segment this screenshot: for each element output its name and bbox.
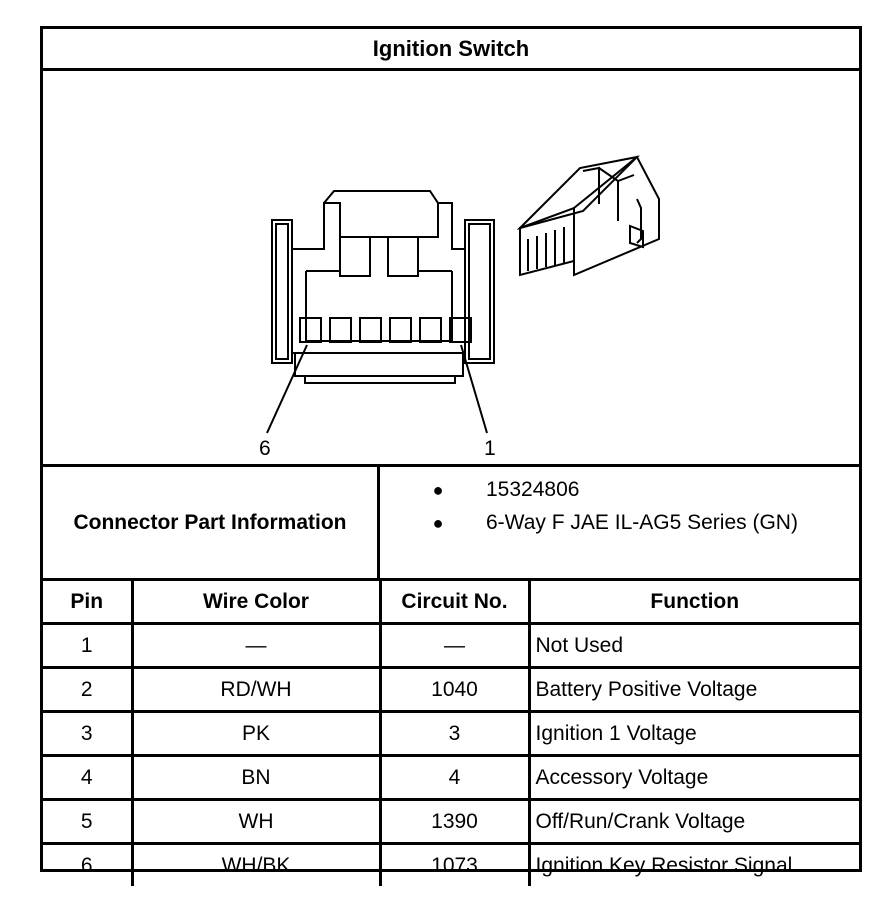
- header-circuit-no: Circuit No.: [378, 581, 531, 625]
- table-row: 5 WH 1390 Off/Run/Crank Voltage: [43, 798, 859, 845]
- pin-cell: 3: [43, 710, 134, 757]
- circuit-cell: 3: [378, 710, 531, 757]
- circuit-cell: 1040: [378, 666, 531, 713]
- circuit-cell: 1073: [378, 842, 531, 886]
- connector-part-info-label: Connector Part Information: [43, 467, 380, 578]
- pinout-table: Pin Wire Color Circuit No. Function 1 — …: [43, 581, 859, 886]
- pin-cavity-3: [389, 317, 412, 343]
- wire-color-cell: PK: [130, 710, 382, 757]
- connector-inner-wall: [305, 270, 453, 342]
- pin-cell: 1: [43, 622, 134, 669]
- connector-iso-ribs: [527, 227, 565, 271]
- function-cell: Ignition Key Resistor Signal: [527, 842, 859, 886]
- connector-left-latch: [271, 219, 293, 364]
- connector-iso-top: [516, 155, 641, 230]
- table-row: 1 — — Not Used: [43, 622, 859, 669]
- connector-part-info-list: ● 15324806 ● 6-Way F JAE IL-AG5 Series (…: [380, 467, 859, 578]
- wire-color-cell: WH/BK: [130, 842, 382, 886]
- header-function: Function: [527, 581, 859, 625]
- header-wire-color: Wire Color: [130, 581, 382, 625]
- connector-part-info: Connector Part Information ● 15324806 ● …: [43, 467, 859, 581]
- circuit-cell: 1390: [378, 798, 531, 845]
- pin-cavity-2: [419, 317, 442, 343]
- bullet-icon: ●: [432, 512, 444, 533]
- connector-type: 6-Way F JAE IL-AG5 Series (GN): [486, 511, 798, 534]
- pin-cell: 4: [43, 754, 134, 801]
- connector-type-item: ● 6-Way F JAE IL-AG5 Series (GN): [380, 507, 859, 539]
- table-row: 4 BN 4 Accessory Voltage: [43, 754, 859, 801]
- pin-label-1: 1: [484, 437, 496, 460]
- pin-6-leader: [266, 344, 308, 434]
- function-cell: Ignition 1 Voltage: [527, 710, 859, 757]
- pin-label-6: 6: [259, 437, 271, 460]
- function-cell: Not Used: [527, 622, 859, 669]
- header-pin: Pin: [43, 581, 134, 625]
- connector-body: [291, 202, 466, 354]
- pin-cavity-4: [359, 317, 382, 343]
- pin-cell: 6: [43, 842, 134, 886]
- part-number-item: ● 15324806: [380, 474, 859, 506]
- wire-color-cell: RD/WH: [130, 666, 382, 713]
- table-row: 6 WH/BK 1073 Ignition Key Resistor Signa…: [43, 842, 859, 886]
- wire-color-cell: WH: [130, 798, 382, 845]
- pin-cell: 5: [43, 798, 134, 845]
- function-cell: Battery Positive Voltage: [527, 666, 859, 713]
- connector-iso-rails: [582, 166, 642, 244]
- connector-bottom-lip: [294, 353, 464, 384]
- pin-cavity-1: [449, 317, 472, 343]
- connector-iso-latch: [629, 224, 644, 249]
- table-row: 2 RD/WH 1040 Battery Positive Voltage: [43, 666, 859, 713]
- pin-cell: 2: [43, 666, 134, 713]
- part-number: 15324806: [486, 478, 580, 501]
- connector-diagram: 6 1: [259, 155, 660, 460]
- pin-cavity-5: [329, 317, 352, 343]
- table-row: 3 PK 3 Ignition 1 Voltage: [43, 710, 859, 757]
- function-cell: Accessory Voltage: [527, 754, 859, 801]
- connector-figure: 6 1: [43, 71, 859, 467]
- bullet-icon: ●: [432, 479, 444, 500]
- function-cell: Off/Run/Crank Voltage: [527, 798, 859, 845]
- connector-top-shroud: [323, 190, 439, 204]
- connector-iso-side: [573, 155, 660, 277]
- pin-cavity-6: [299, 317, 322, 343]
- connector-key-slots: [339, 237, 419, 277]
- wire-color-cell: —: [130, 622, 382, 669]
- circuit-cell: 4: [378, 754, 531, 801]
- pin-1-leader: [460, 344, 488, 434]
- connector-sheet: Ignition Switch: [40, 26, 862, 886]
- page-title: Ignition Switch: [43, 29, 859, 71]
- table-header-row: Pin Wire Color Circuit No. Function: [43, 581, 859, 625]
- wire-color-cell: BN: [130, 754, 382, 801]
- circuit-cell: —: [378, 622, 531, 669]
